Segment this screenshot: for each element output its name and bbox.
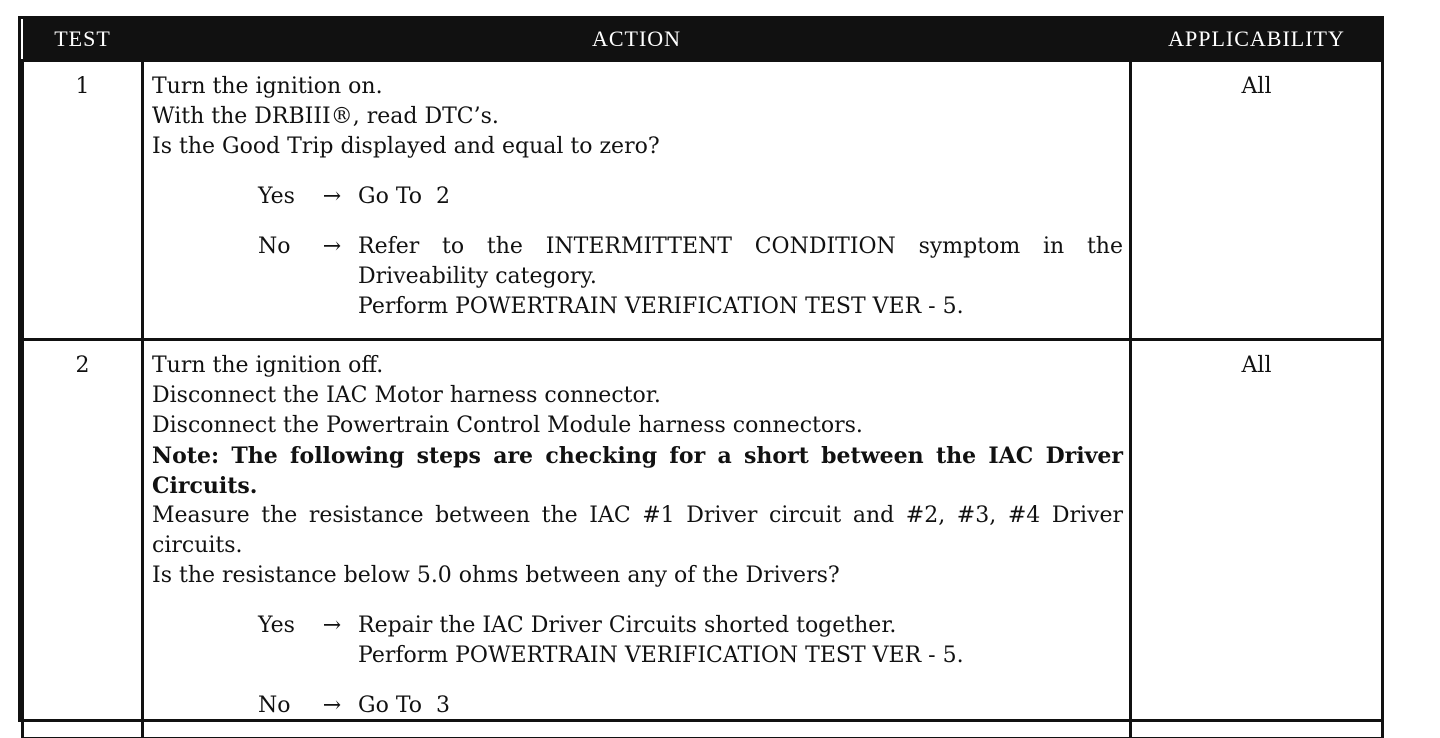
outcome-result-line: Perform POWERTRAIN VERIFICATION TEST VER… — [358, 643, 964, 668]
outcome-result-line: Repair the IAC Driver Circuits shorted t… — [358, 613, 897, 638]
outcome-result-line: Refer to the INTERMITTENT CONDITION symp… — [358, 234, 1123, 259]
diagnostic-test-table: TEST ACTION APPLICABILITY 1 Turn the ign… — [21, 19, 1384, 738]
outcome-result: Repair the IAC Driver Circuits shorted t… — [358, 611, 1123, 671]
action-cell: Turn the ignition off. Disconnect the IA… — [141, 338, 1132, 738]
applicability-value: All — [1129, 338, 1384, 738]
header-applicability: APPLICABILITY — [1130, 19, 1383, 61]
note-text: Circuits. — [152, 473, 258, 499]
table-row: 1 Turn the ignition on. With the DRBIII®… — [21, 59, 1384, 341]
action-step: With the DRBIII®, read DTC’s. — [152, 104, 499, 129]
action-step: Disconnect the IAC Motor harness connect… — [152, 383, 661, 408]
arrow-right-icon: → — [322, 184, 342, 209]
table-row: 2 Turn the ignition off. Disconnect the … — [21, 338, 1384, 738]
action-step: Disconnect the Powertrain Control Module… — [152, 413, 863, 438]
arrow-right-icon: → — [322, 693, 342, 718]
header-test: TEST — [22, 19, 143, 61]
test-number: 1 — [21, 59, 144, 341]
action-step: Turn the ignition off. — [152, 353, 384, 378]
outcome-yes: Yes → Go To 2 — [258, 182, 1123, 212]
outcome-no: No → Refer to the INTERMITTENT CONDITION… — [258, 232, 1123, 322]
arrow-right-icon: → — [322, 234, 342, 259]
outcome-result: Go To 3 — [358, 691, 1123, 721]
action-step: Measure the resistance between the IAC #… — [152, 503, 1123, 528]
header-row: TEST ACTION APPLICABILITY — [22, 19, 1383, 61]
header-action: ACTION — [142, 19, 1131, 61]
applicability-value: All — [1129, 59, 1384, 341]
action-step: circuits. — [152, 533, 243, 558]
outcome-label: No — [258, 234, 291, 259]
action-step: Turn the ignition on. — [152, 74, 383, 99]
outcome-label: No — [258, 693, 291, 718]
action-question: Is the Good Trip displayed and equal to … — [152, 134, 660, 159]
outcome-no: No → Go To 3 — [258, 691, 1123, 721]
outcome-result-line: Driveability category. — [358, 264, 597, 289]
outcome-label: Yes — [258, 184, 295, 209]
outcome-label: Yes — [258, 613, 295, 638]
outcome-result-line: Go To 2 — [358, 184, 451, 209]
action-cell: Turn the ignition on. With the DRBIII®, … — [141, 59, 1132, 341]
action-question: Is the resistance below 5.0 ohms between… — [152, 563, 840, 588]
note-text: Note: The following steps are checking f… — [152, 443, 1123, 469]
outcome-result-line: Perform POWERTRAIN VERIFICATION TEST VER… — [358, 294, 964, 319]
diagnostic-table-frame: TEST ACTION APPLICABILITY 1 Turn the ign… — [18, 16, 1384, 738]
outcome-yes: Yes → Repair the IAC Driver Circuits sho… — [258, 611, 1123, 671]
test-number: 2 — [21, 338, 144, 738]
arrow-right-icon: → — [322, 613, 342, 638]
outcome-result: Refer to the INTERMITTENT CONDITION symp… — [358, 232, 1123, 322]
outcome-result-line: Go To 3 — [358, 693, 451, 718]
outcome-result: Go To 2 — [358, 182, 1123, 212]
